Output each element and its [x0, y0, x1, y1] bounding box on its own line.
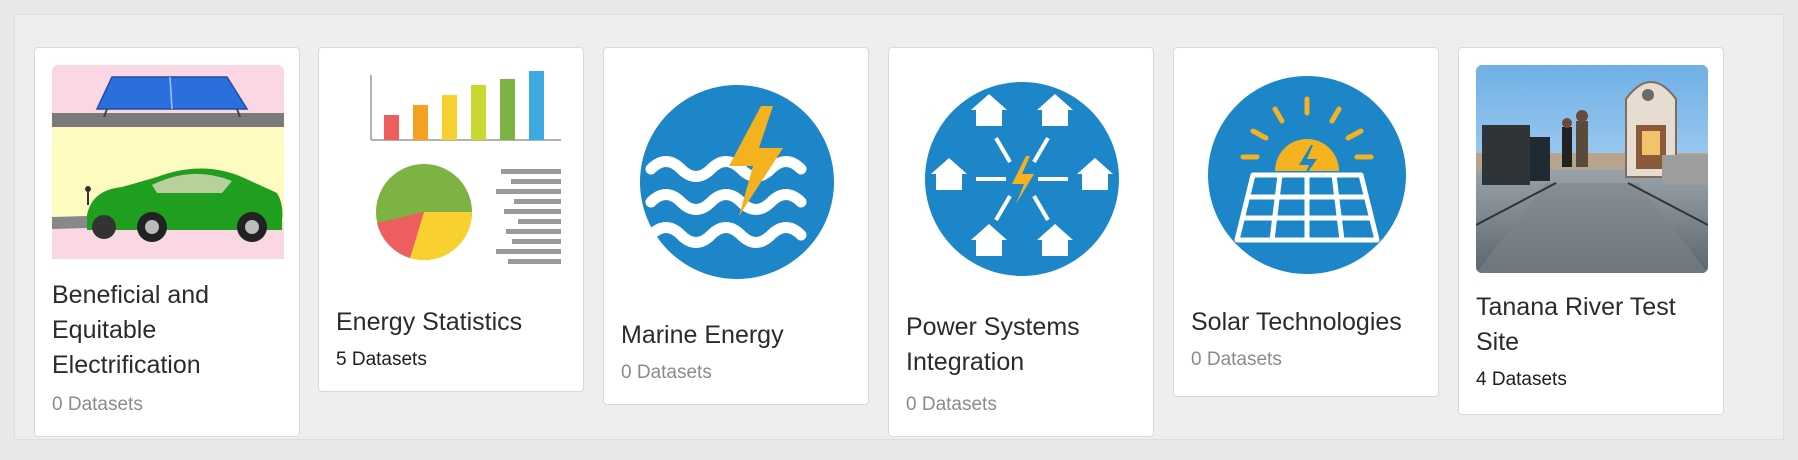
charts-icon: [336, 65, 568, 275]
sun-solar-panel-icon: [1191, 75, 1423, 275]
category-card-beneficial-electrification[interactable]: Beneficial and Equitable Electrification…: [34, 47, 300, 437]
electric-car-icon: [52, 65, 284, 259]
grid-network-icon: [906, 80, 1138, 278]
category-title[interactable]: Power Systems Integration: [906, 313, 1080, 376]
category-card-power-systems-integration[interactable]: Power Systems Integration 0 Datasets: [888, 47, 1154, 437]
category-card-tanana-river-test-site[interactable]: Tanana River Test Site 4 Datasets: [1458, 47, 1724, 415]
dataset-count: 0 Datasets: [52, 394, 143, 415]
dataset-count: 0 Datasets: [1191, 349, 1282, 370]
category-card-solar-technologies[interactable]: Solar Technologies 0 Datasets: [1173, 47, 1439, 397]
dataset-count: 0 Datasets: [621, 362, 712, 383]
category-card-energy-statistics[interactable]: Energy Statistics 5 Datasets: [318, 47, 584, 392]
dataset-count: 0 Datasets: [906, 394, 997, 415]
dataset-count: 4 Datasets: [1476, 369, 1567, 390]
category-card-marine-energy[interactable]: Marine Energy 0 Datasets: [603, 47, 869, 405]
category-title[interactable]: Solar Technologies: [1191, 308, 1402, 336]
dataset-count: 5 Datasets: [336, 349, 427, 370]
category-title[interactable]: Marine Energy: [621, 321, 784, 349]
category-title[interactable]: Energy Statistics: [336, 308, 523, 336]
waves-lightning-icon: [621, 84, 853, 280]
categories-panel: Beneficial and Equitable Electrification…: [14, 14, 1784, 440]
category-title[interactable]: Beneficial and Equitable Electrification: [52, 281, 210, 379]
photo-icon: [1476, 65, 1708, 273]
category-title[interactable]: Tanana River Test Site: [1476, 293, 1676, 356]
